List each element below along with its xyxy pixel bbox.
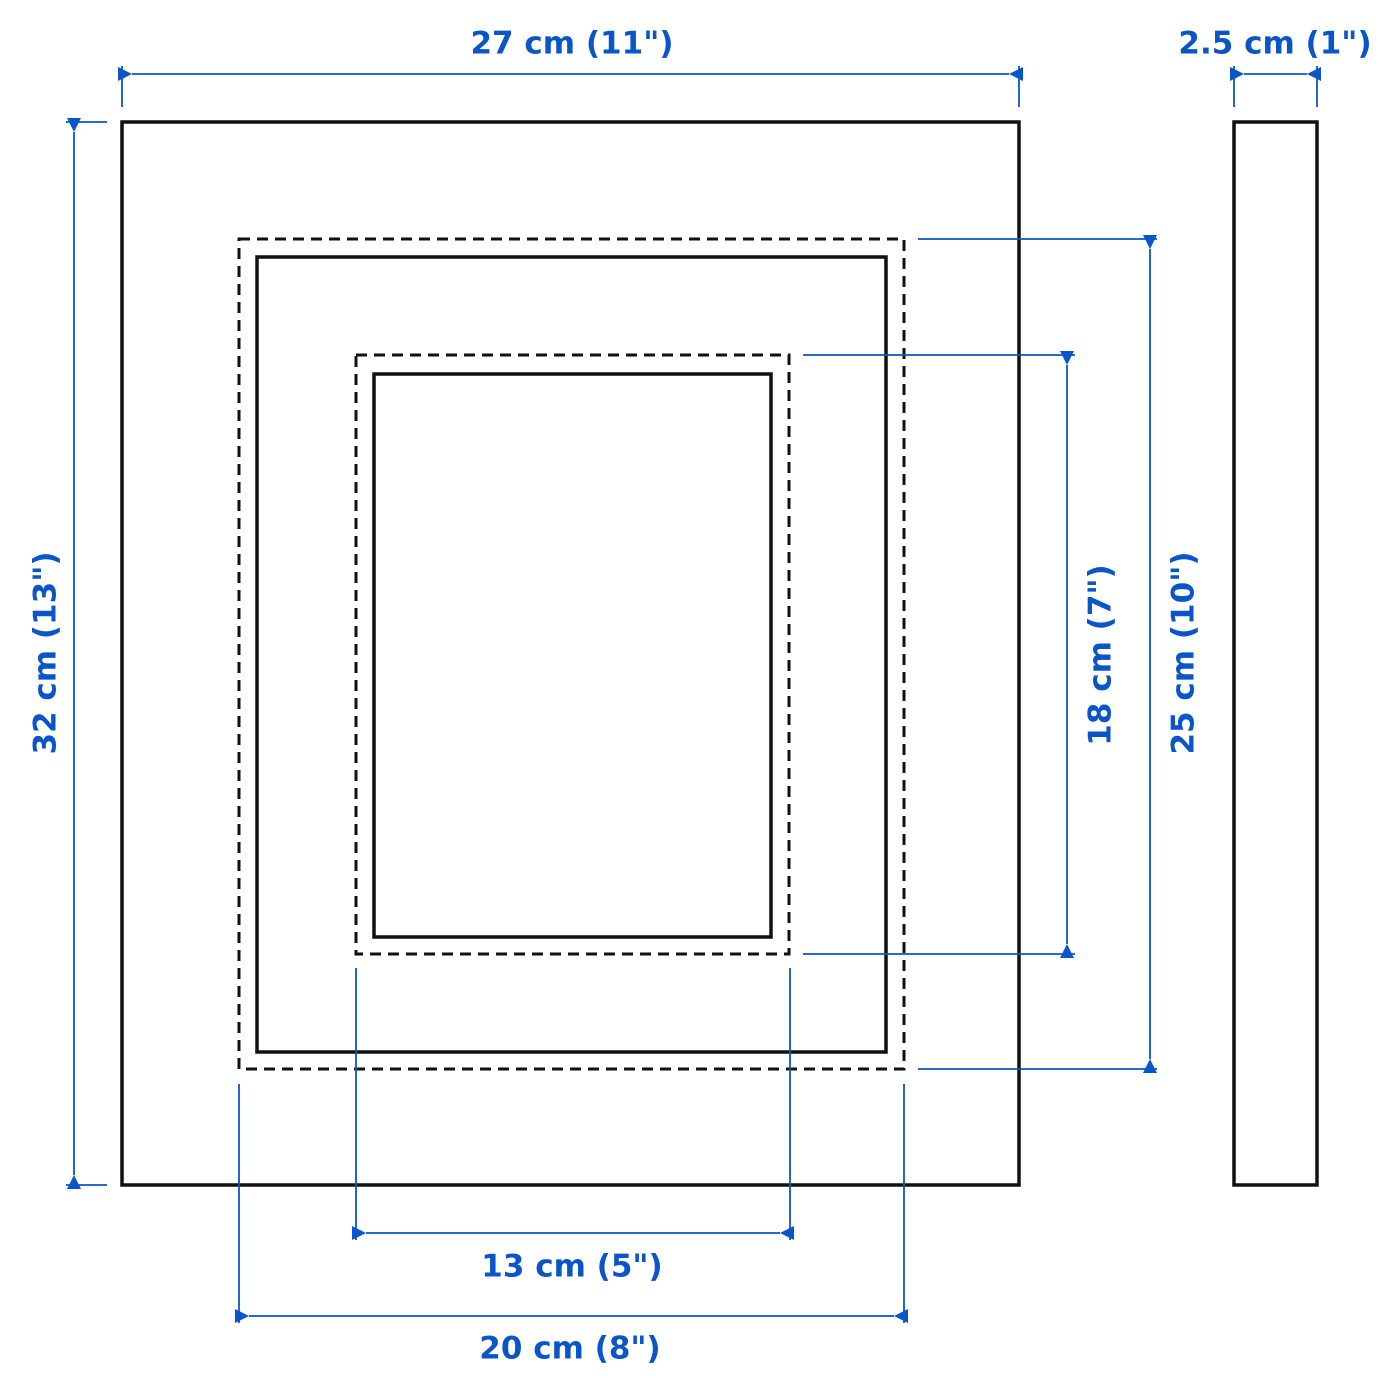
picture-dashed — [354, 353, 791, 956]
picture-height-label: 18 cm (7") — [1083, 564, 1119, 745]
outer-frame — [120, 120, 1021, 1187]
mat-height-label: 25 cm (10") — [1166, 551, 1202, 754]
outer-height-label: 32 cm (13") — [28, 551, 64, 754]
outer-width-label: 27 cm (11") — [470, 26, 673, 62]
mat-outer-dashed — [237, 237, 906, 1071]
picture-width-label: 13 cm (5") — [481, 1249, 662, 1285]
mat-outer-edge — [255, 255, 888, 1054]
dim-picture-width: 13 cm (5") — [352, 968, 794, 1285]
dim-mat-height: 25 cm (10") — [918, 235, 1202, 1073]
depth-label: 2.5 cm (1") — [1178, 26, 1371, 62]
dim-outer-width: 27 cm (11") — [118, 26, 1023, 107]
frame-side-view — [1232, 120, 1319, 1187]
dim-outer-height: 32 cm (13") — [28, 118, 107, 1189]
dim-depth: 2.5 cm (1") — [1178, 26, 1372, 107]
dim-picture-height: 18 cm (7") — [803, 351, 1119, 958]
picture-opening — [372, 372, 773, 939]
dim-mat-width: 20 cm (8") — [235, 1084, 908, 1367]
mat-width-label: 20 cm (8") — [479, 1331, 660, 1367]
